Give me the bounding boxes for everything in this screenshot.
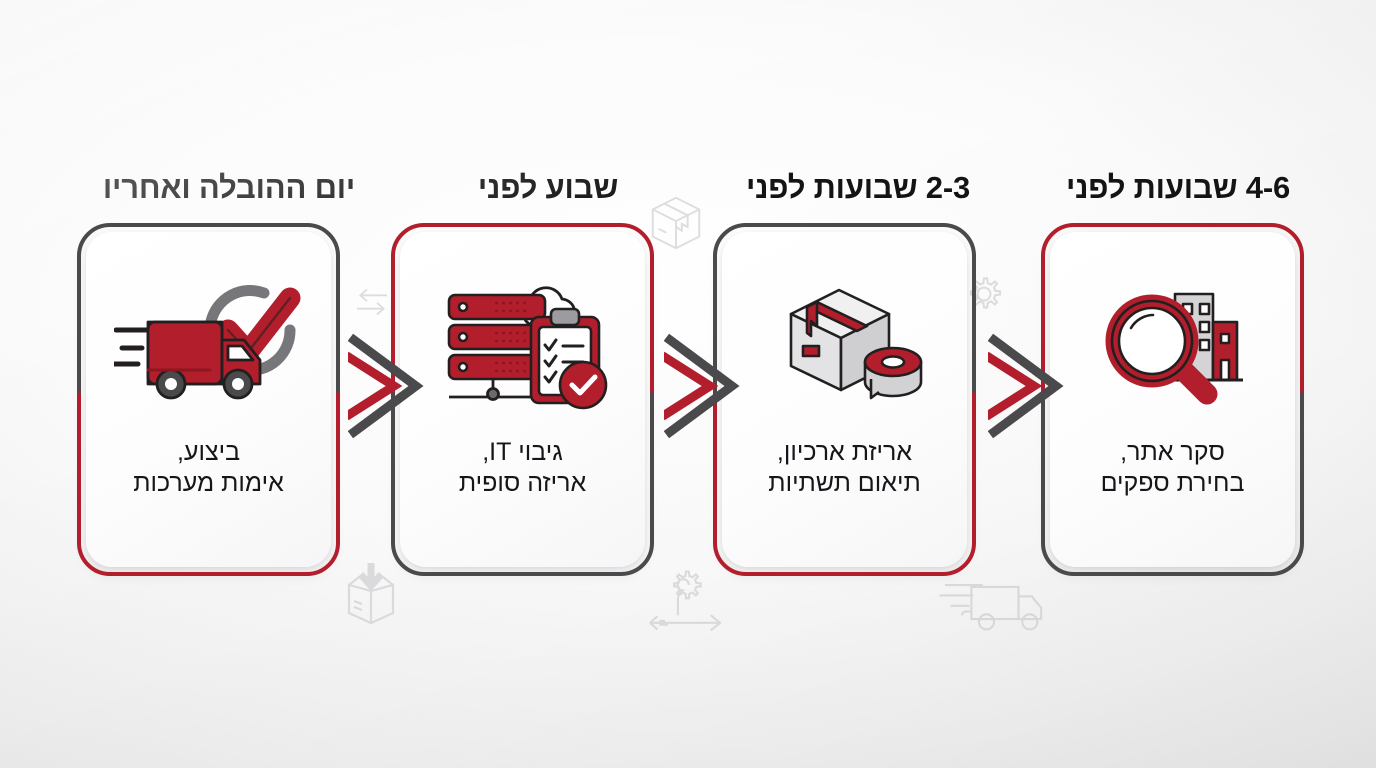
- open-box-download-icon: [337, 563, 405, 635]
- step-card-2-text: אריזת ארכיון, תיאום תשתיות: [754, 437, 934, 499]
- delivery-truck-outline-icon: [936, 570, 1052, 636]
- gear-icon: [962, 272, 1006, 316]
- connector-2: [664, 332, 746, 440]
- step-header-1: 4-6 שבועות לפני: [1065, 170, 1290, 205]
- step-card-3-line2: אריזה סופית: [458, 469, 587, 497]
- step-header-2: 2-3 שבועות לפני: [745, 170, 970, 205]
- step-card-1-text: סקר אתר, בחירת ספקים: [1087, 437, 1259, 499]
- step-card-4-line1: ביצוע,: [176, 438, 241, 466]
- delivery-truck-check-icon: [86, 232, 331, 437]
- step-card-4-text: ביצוע, אימות מערכות: [119, 437, 298, 499]
- connector-3: [348, 332, 430, 440]
- step-card-2-line1: אריזת ארכיון,: [776, 438, 913, 466]
- step-card-3[interactable]: גיבוי IT, אריזה סופית: [391, 223, 654, 576]
- step-card-4[interactable]: ביצוע, אימות מערכות: [77, 223, 340, 576]
- step-card-1[interactable]: סקר אתר, בחירת ספקים: [1041, 223, 1304, 576]
- step-card-3-text: גיבוי IT, אריזה סופית: [445, 437, 600, 499]
- step-card-1-line2: בחירת ספקים: [1100, 469, 1245, 497]
- package-box-icon: [645, 192, 707, 254]
- step-card-3-line1: גיבוי IT,: [482, 438, 563, 466]
- gear-wrench-process-icon: [638, 564, 734, 638]
- step-card-4-line2: אימות מערכות: [133, 469, 284, 497]
- step-header-3: שבוע לפני: [477, 170, 619, 205]
- magnifier-building-icon: [1050, 232, 1295, 437]
- step-card-2-line2: תיאום תשתיות: [768, 469, 921, 497]
- box-tape-icon: [722, 232, 967, 437]
- step-card-1-line1: סקר אתר,: [1120, 438, 1225, 466]
- step-card-2[interactable]: אריזת ארכיון, תיאום תשתיות: [713, 223, 976, 576]
- step-header-4: יום ההובלה ואחריו: [102, 170, 356, 205]
- exchange-arrows-icon: [352, 282, 392, 322]
- connector-1: [988, 332, 1070, 440]
- server-cloud-checklist-icon: [400, 232, 645, 437]
